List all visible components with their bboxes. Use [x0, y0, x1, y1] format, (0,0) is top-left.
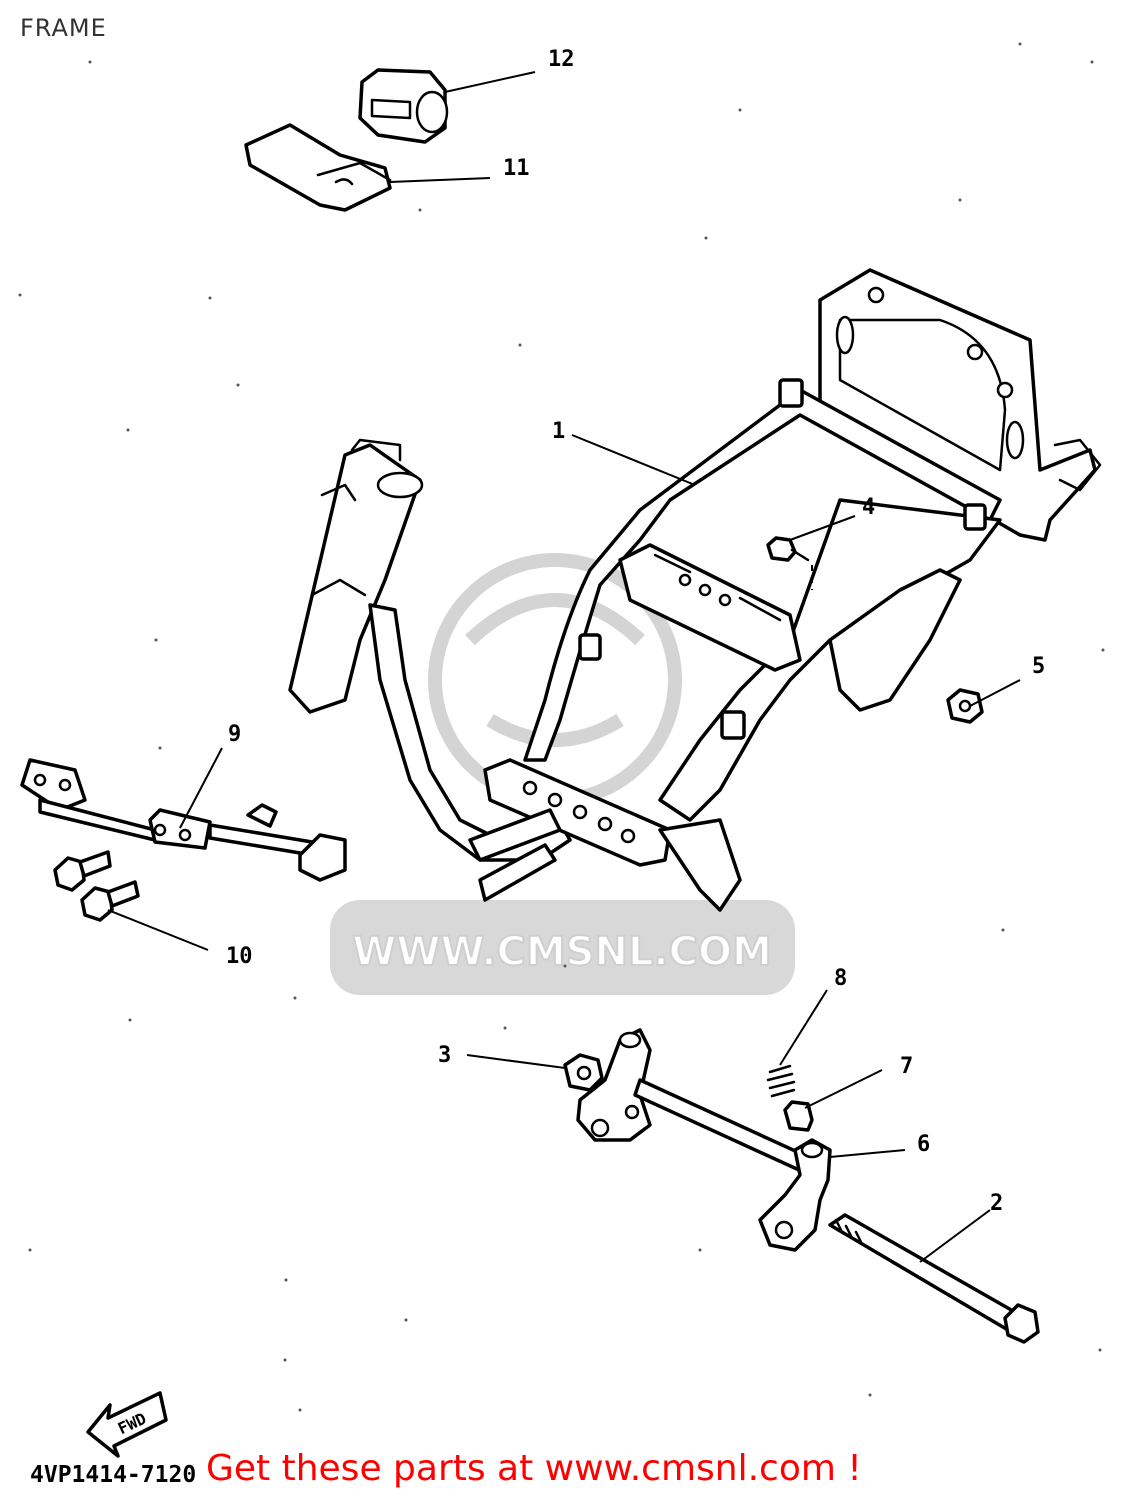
- part-4-bolt[interactable]: [766, 536, 813, 590]
- diagram-code: 4VP1414-7120: [30, 1462, 197, 1488]
- callout-8: 8: [834, 966, 847, 991]
- callout-5: 5: [1032, 654, 1045, 679]
- callout-6: 6: [917, 1132, 930, 1157]
- watermark: WWW.CMSNL.COM: [330, 553, 795, 995]
- part-9-bracket[interactable]: [20, 758, 347, 882]
- callout-4: 4: [862, 495, 875, 520]
- callout-7: 7: [900, 1054, 913, 1079]
- callout-9: 9: [228, 722, 241, 747]
- callout-10: 10: [226, 944, 253, 969]
- part-3-nut[interactable]: [563, 1053, 604, 1092]
- part-2-long-bolt[interactable]: [828, 1213, 1040, 1344]
- part-10-bolts[interactable]: [53, 850, 140, 922]
- part-6-lever-shaft[interactable]: [576, 1028, 832, 1252]
- promo-link[interactable]: Get these parts at www.cmsnl.com !: [206, 1448, 862, 1489]
- watermark-text: WWW.CMSNL.COM: [352, 929, 772, 975]
- page-title: FRAME: [20, 14, 107, 42]
- leader-lines: [107, 71, 1021, 1263]
- callout-3: 3: [438, 1043, 451, 1068]
- part-11-pad[interactable]: [244, 123, 392, 212]
- part-8-spring[interactable]: [766, 1064, 796, 1098]
- watermark-banner: [330, 900, 795, 995]
- part-1-main-frame[interactable]: [288, 268, 1102, 912]
- scan-specks: [18, 42, 1105, 1412]
- callout-2: 2: [990, 1191, 1003, 1216]
- part-7-cap[interactable]: [783, 1100, 814, 1132]
- watermark-face: [465, 593, 645, 747]
- callout-1: 1: [552, 419, 565, 444]
- callout-12: 12: [548, 47, 575, 72]
- part-12-grommet[interactable]: [358, 68, 449, 144]
- callout-11: 11: [503, 156, 530, 181]
- part-5-nut[interactable]: [946, 688, 984, 724]
- callouts: 12 11 1 4 5 9 10 3 8 7 6 2: [226, 47, 1045, 1216]
- fwd-arrow-icon: FWD: [86, 1391, 168, 1458]
